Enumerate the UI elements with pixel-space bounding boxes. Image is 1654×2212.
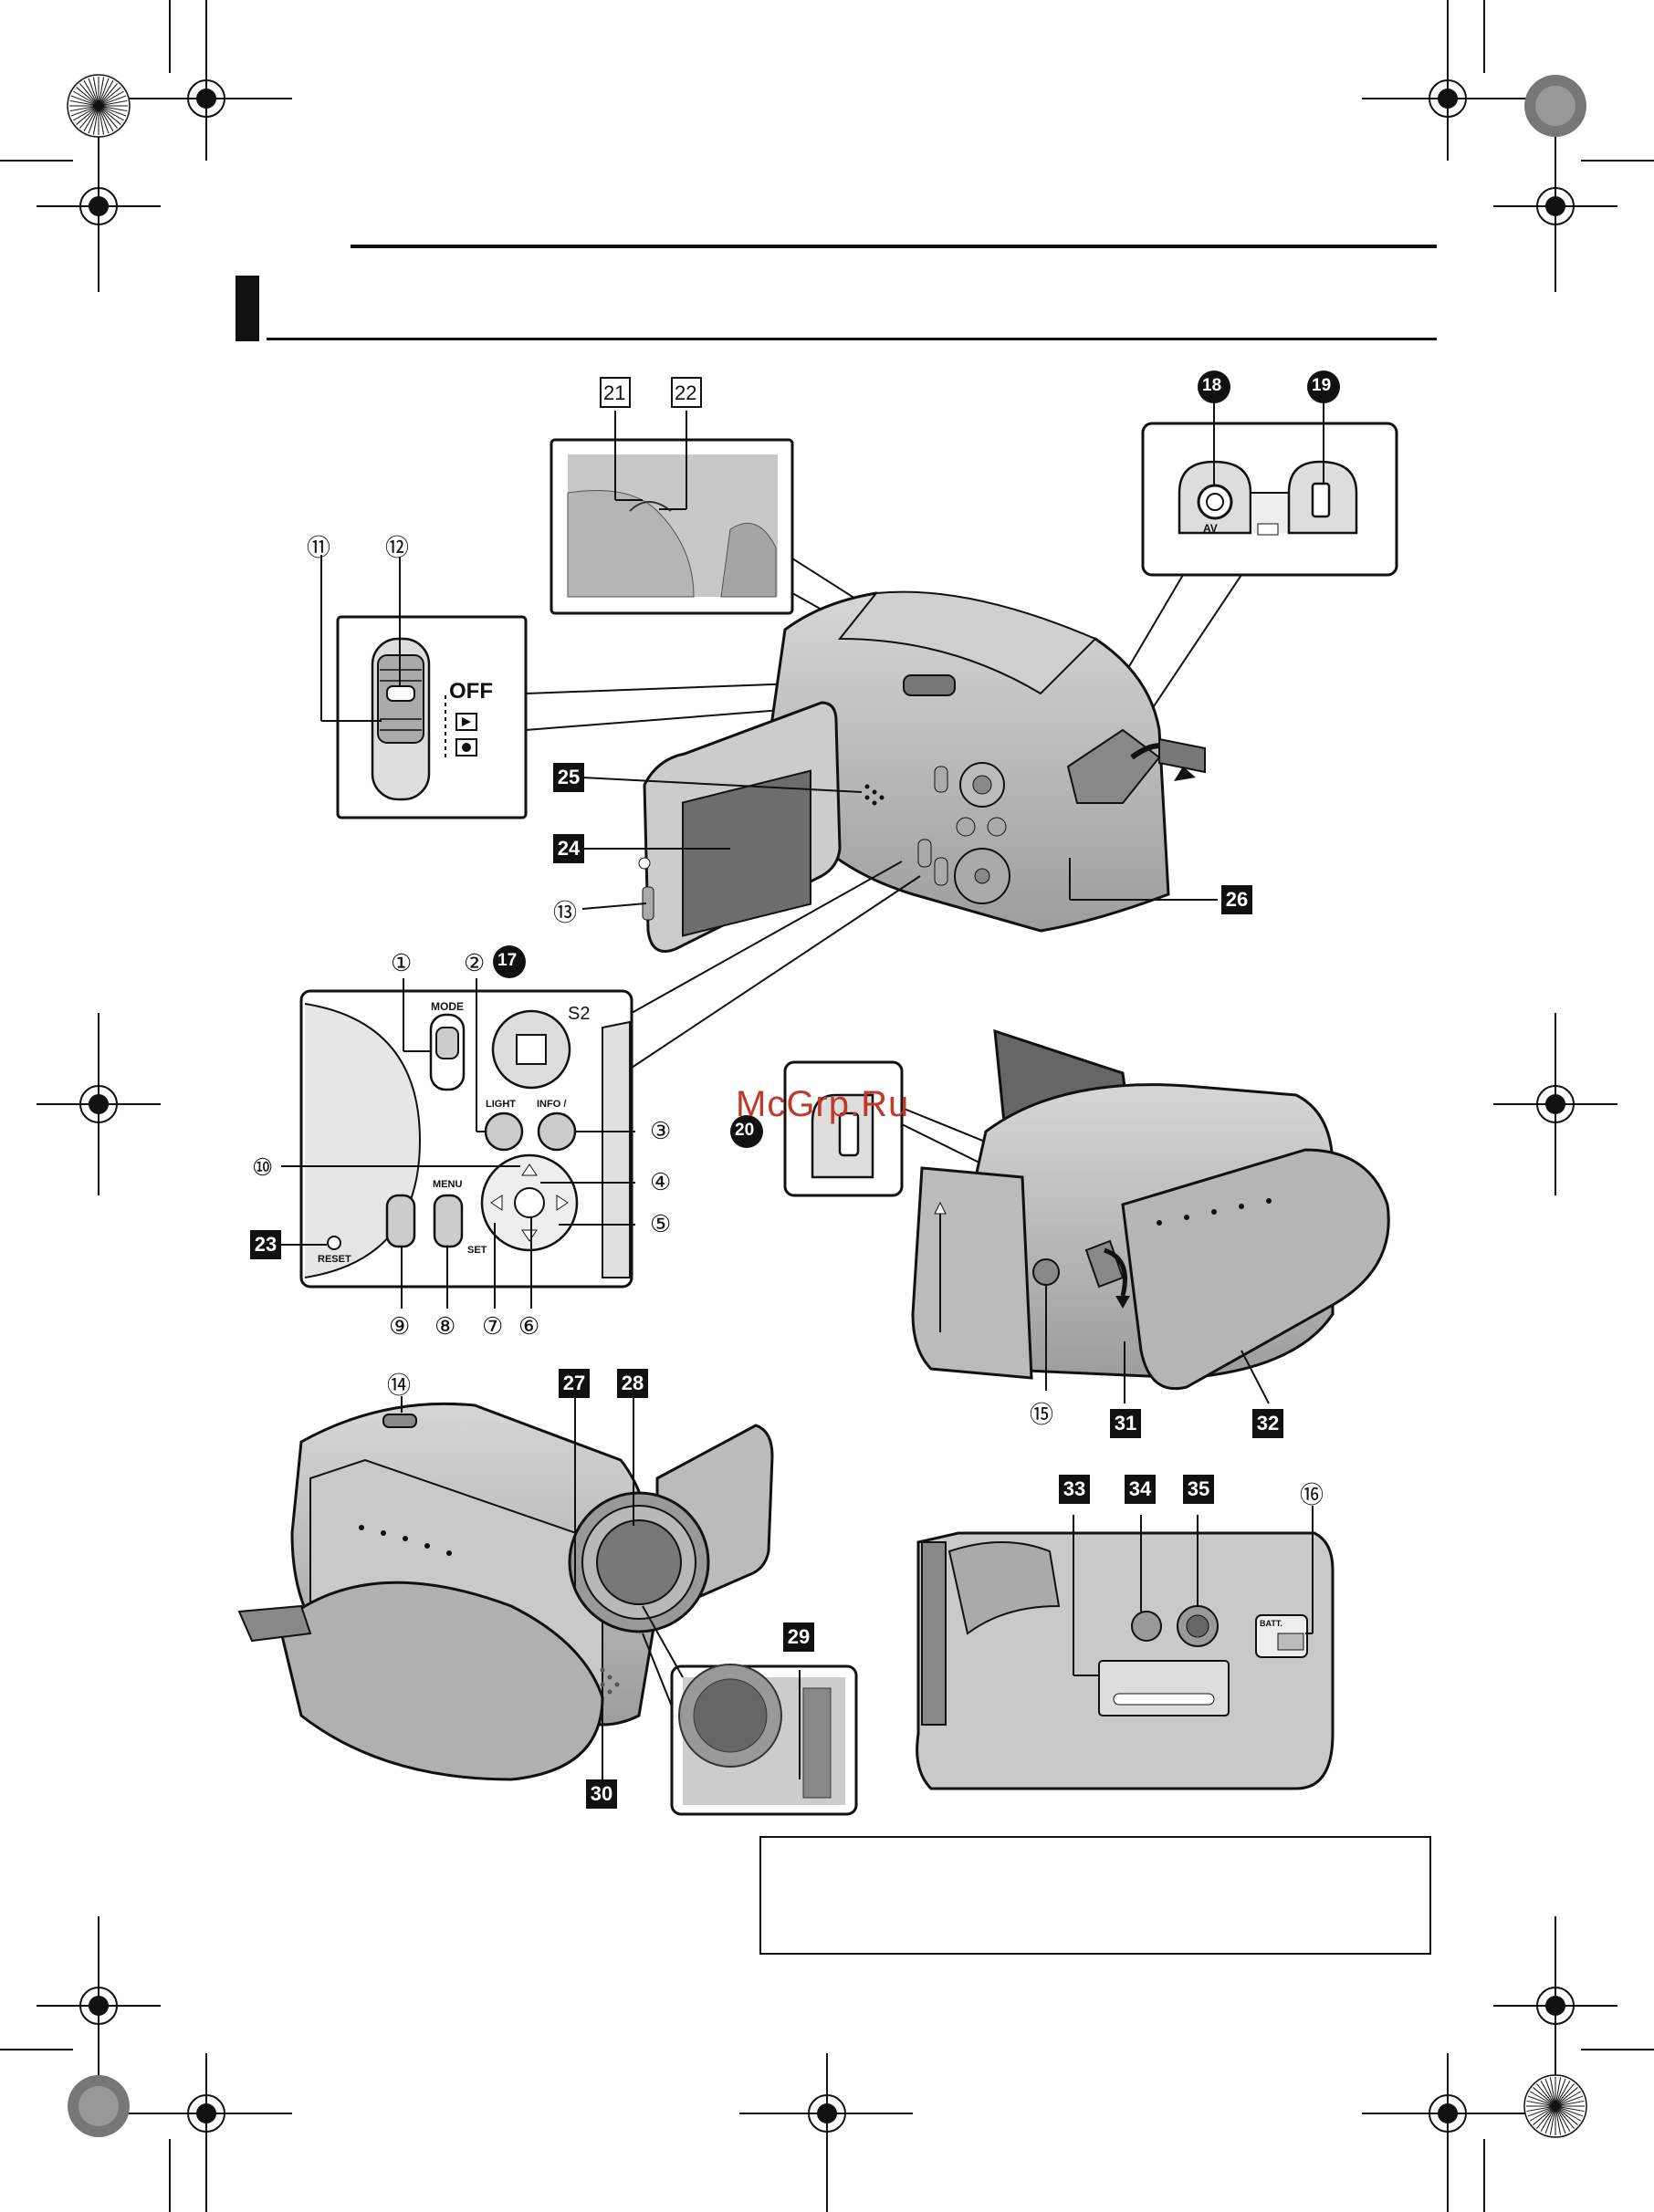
callout-26: 26 xyxy=(1221,885,1252,914)
callout-30: 30 xyxy=(586,1779,617,1809)
callout-29: 29 xyxy=(783,1622,814,1652)
callout-22: 22 xyxy=(675,381,696,405)
callout-33: 33 xyxy=(1059,1475,1090,1504)
callout-24: 24 xyxy=(553,834,584,863)
callout-23: 23 xyxy=(250,1230,281,1259)
watermark: McGrp.Ru xyxy=(736,1084,909,1125)
callout-28: 28 xyxy=(617,1369,648,1398)
callout-31: 31 xyxy=(1110,1409,1141,1438)
callout-34: 34 xyxy=(1125,1475,1156,1504)
callout-17: 17 xyxy=(497,951,517,971)
callout-19: 19 xyxy=(1312,376,1331,396)
callout-27: 27 xyxy=(559,1369,590,1398)
callout-18: 18 xyxy=(1202,376,1221,396)
callout-32: 32 xyxy=(1252,1409,1283,1438)
callout-35: 35 xyxy=(1183,1475,1214,1504)
note-box xyxy=(759,1836,1431,1955)
callout-25: 25 xyxy=(553,763,584,792)
callout-21: 21 xyxy=(603,381,625,405)
